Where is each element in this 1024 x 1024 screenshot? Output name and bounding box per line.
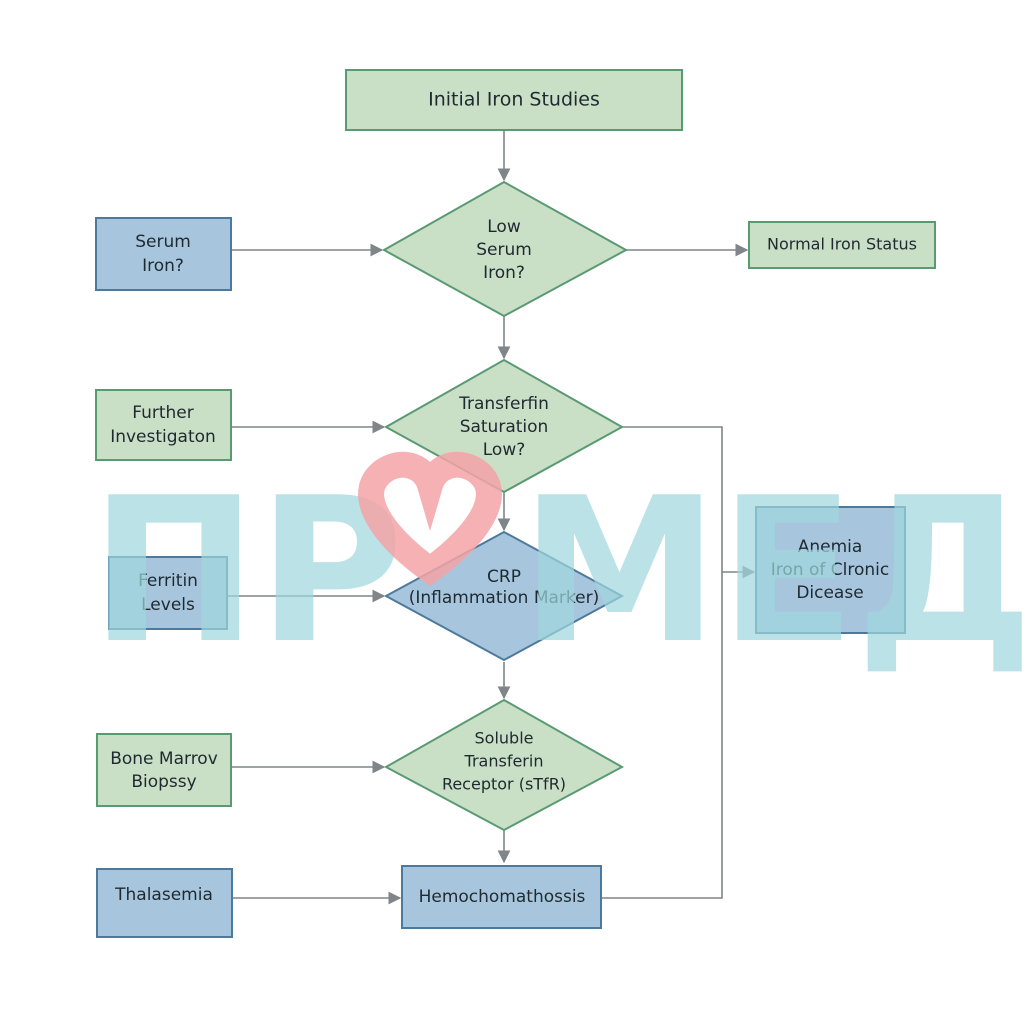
node-low-serum-line-1: Low — [487, 217, 521, 237]
node-bone-marrow-line-2: Biopssy — [131, 772, 196, 792]
node-ferritin-levels: Ferritin Levels — [108, 556, 228, 630]
node-serum-iron-line-1: Serum — [135, 232, 191, 252]
node-thalasemia: Thalasemia — [96, 868, 233, 938]
node-stfr-line-1: Soluble — [475, 729, 534, 748]
node-further-line-2: Investigaton — [110, 427, 216, 447]
node-ferritin-line-1: Ferritin — [138, 571, 198, 591]
edge-transferrin-sat-to-anemia — [622, 426, 756, 579]
node-ferritin-line-2: Levels — [141, 595, 195, 615]
node-transferrin-saturation: Transferfin Saturation Low? — [383, 358, 625, 494]
node-serum-iron-line-2: Iron? — [142, 256, 184, 276]
node-bone-marrow-biopsy: Bone Marrov Biopssy — [96, 733, 232, 807]
node-crp: CRP (Inflammation Marker) — [383, 530, 625, 662]
node-low-serum-line-2: Serum — [476, 240, 532, 260]
node-anemia-line-2: Iron of Clronic — [771, 560, 889, 580]
node-crp-line-2: (Inflammation Marker) — [409, 588, 599, 608]
node-further-line-1: Further — [132, 403, 194, 423]
edges — [227, 130, 756, 905]
node-low-serum-iron: Low Serum Iron? — [381, 180, 629, 318]
node-stfr-line-2: Transferin — [464, 752, 544, 771]
edge-hemochromatosis-to-anemia-line — [601, 572, 723, 899]
node-crp-line-1: CRP — [487, 567, 521, 587]
node-anemia-chronic-disease: Anemia Iron of Clronic Dicease — [755, 506, 906, 634]
node-transferrin-line-3: Low? — [483, 440, 526, 460]
node-initial-iron-studies: Initial Iron Studies — [345, 69, 683, 131]
node-normal-status-label: Normal Iron Status — [767, 235, 917, 254]
node-serum-iron: Serum Iron? — [95, 217, 232, 291]
node-stfr-line-3: Receptor (sTfR) — [442, 775, 566, 794]
node-low-serum-line-3: Iron? — [483, 263, 525, 283]
node-anemia-line-3: Dicease — [796, 583, 863, 603]
node-transferrin-line-2: Saturation — [460, 417, 549, 437]
node-further-investigation: Further Investigaton — [95, 389, 232, 461]
node-initial-label: Initial Iron Studies — [428, 89, 600, 111]
node-transferrin-line-1: Transferfin — [458, 394, 549, 414]
node-bone-marrow-line-1: Bone Marrov — [110, 749, 218, 769]
node-hemochromatosis: Hemochomathossis — [401, 865, 602, 929]
node-thalasemia-label: Thalasemia — [114, 885, 213, 905]
node-stfr: Soluble Transferin Receptor (sTfR) — [383, 698, 625, 832]
node-anemia-line-1: Anemia — [798, 537, 863, 557]
node-normal-iron-status: Normal Iron Status — [748, 221, 936, 269]
node-hemochromatosis-label: Hemochomathossis — [419, 887, 586, 907]
